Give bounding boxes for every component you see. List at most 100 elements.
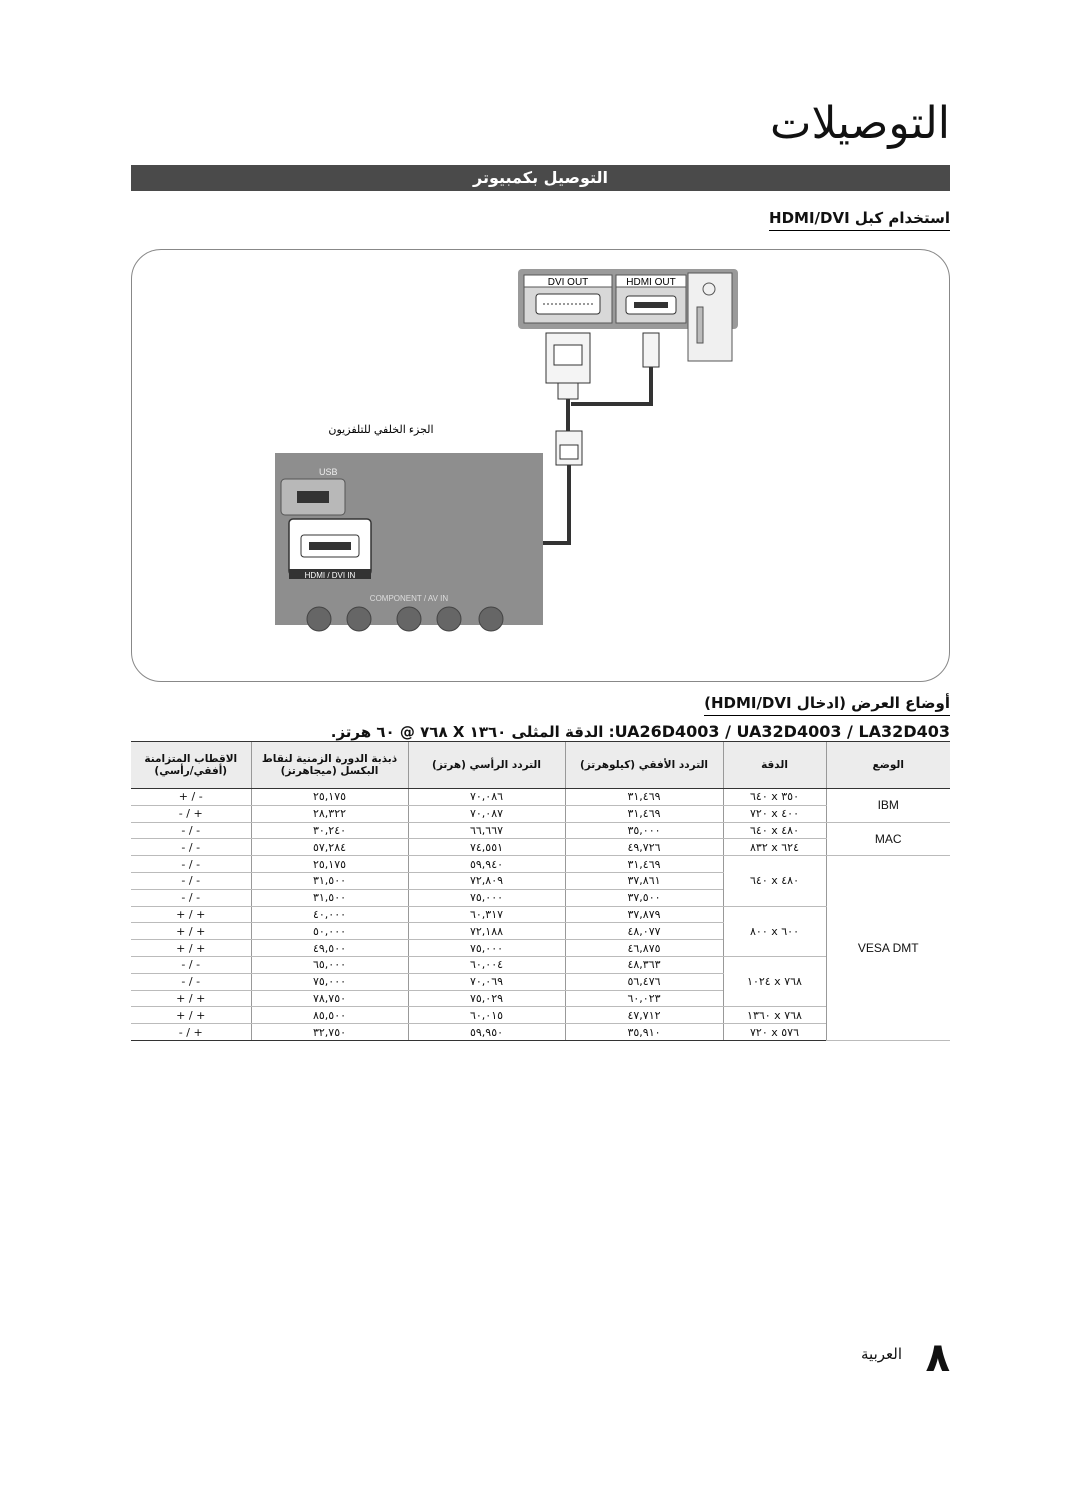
table-header-cell: التردد الرأسي (هرتز) (407, 741, 565, 789)
pixel-clock-cell: ٧٨,٧٥٠ (250, 990, 408, 1008)
table-header-cell: الاقطاب المتزامنة (أفقي/رأسي) (131, 741, 251, 789)
optimal-resolution-line: UA26D4003 / UA32D4003 / LA32D403: الدقة … (331, 722, 950, 741)
resolution-cell: ١٠٢٤ x ٧٦٨ (722, 956, 826, 1008)
pixel-clock-cell: ٢٨,٣٢٢ (250, 805, 408, 823)
pixel-clock-cell: ٤٩,٥٠٠ (250, 939, 408, 957)
horizontal-frequency-cell: ٣٧,٥٠٠ (564, 889, 723, 907)
hdmi-cable-plug-pc (642, 332, 660, 368)
pixel-clock-cell: ٣١,٥٠٠ (250, 889, 408, 907)
horizontal-frequency-cell: ٣١,٤٦٩ (564, 805, 723, 823)
polarity-cell: - / - (131, 973, 251, 991)
pixel-clock-cell: ٣٠,٢٤٠ (250, 822, 408, 840)
hdmi-out-label: HDMI OUT (626, 277, 675, 288)
table-header-cell: التردد الأفقي (كيلوهرتز) (564, 741, 723, 789)
polarity-cell: - / - (131, 855, 251, 873)
resolution-cell: ٧٢٠ x ٤٠٠ (722, 805, 826, 823)
page-title: التوصيلات (770, 98, 950, 149)
pixel-clock-cell: ٢٥,١٧٥ (250, 855, 408, 873)
resolution-cell: ٨٠٠ x ٦٠٠ (722, 906, 826, 957)
polarity-cell: + / + (131, 922, 251, 941)
pixel-clock-cell: ٨٥,٥٠٠ (250, 1006, 408, 1025)
horizontal-frequency-cell: ٤٨,٣٦٣ (564, 956, 723, 974)
mode-cell: MAC (825, 822, 950, 857)
table-header-cell: ذبذبة الدورة الزمنية لنقاط البكسل (ميجاه… (250, 741, 408, 789)
vertical-frequency-cell: ٧٠,٠٦٩ (407, 973, 565, 991)
connection-diagram: DVI OUT HDMI OUT الجزء الخلفي للتلفزيون … (275, 269, 738, 632)
table-header-row: الاقطاب المتزامنة (أفقي/رأسي)ذبذبة الدور… (131, 741, 950, 789)
polarity-cell: - / - (131, 838, 251, 857)
mode-cell: VESA DMT (825, 855, 950, 1041)
optimal-resolution-text: : الدقة المثلى ١٣٦٠ X ٧٦٨ @ ٦٠ هرتز. (330, 723, 615, 741)
pixel-clock-cell: ٣٢,٧٥٠ (250, 1023, 408, 1041)
horizontal-frequency-cell: ٥٦,٤٧٦ (564, 973, 723, 991)
vertical-frequency-cell: ٧٥,٠٠٠ (407, 889, 565, 907)
resolution-cell: ٦٤٠ x ٤٨٠ (722, 822, 826, 840)
pixel-clock-cell: ٤٠,٠٠٠ (250, 906, 408, 924)
page-language-label: العربية (861, 1345, 902, 1363)
polarity-cell: - / - (131, 822, 251, 840)
pixel-clock-cell: ٥٠,٠٠٠ (250, 922, 408, 941)
vertical-frequency-cell: ٧٠,٠٨٧ (407, 805, 565, 823)
horizontal-frequency-cell: ٦٠,٠٢٣ (564, 990, 723, 1008)
horizontal-frequency-cell: ٤٦,٨٧٥ (564, 939, 723, 957)
resolution-cell: ٦٤٠ x ٣٥٠ (722, 788, 826, 806)
polarity-cell: - / - (131, 872, 251, 890)
vertical-frequency-cell: ٧٢,١٨٨ (407, 922, 565, 941)
table-header-cell: الوضع (825, 741, 950, 789)
polarity-cell: + / + (131, 939, 251, 957)
horizontal-frequency-cell: ٤٨,٠٧٧ (564, 922, 723, 941)
display-modes-table: الاقطاب المتزامنة (أفقي/رأسي)ذبذبة الدور… (131, 741, 950, 1041)
vertical-frequency-cell: ٧٢,٨٠٩ (407, 872, 565, 890)
polarity-cell: + / + (131, 906, 251, 924)
usb-label: USB (319, 467, 338, 477)
display-modes-heading: أوضاع العرض (ادخال HDMI/DVI) (704, 694, 950, 716)
horizontal-frequency-cell: ٣١,٤٦٩ (564, 788, 723, 806)
vertical-frequency-cell: ٦٦,٦٦٧ (407, 822, 565, 840)
pixel-clock-cell: ٧٥,٠٠٠ (250, 973, 408, 991)
polarity-cell: - / + (131, 1023, 251, 1041)
polarity-cell: + / + (131, 1006, 251, 1025)
tv-rear-panel-label: الجزء الخلفي للتلفزيون (328, 424, 433, 436)
pc-tower-icon (687, 272, 733, 362)
horizontal-frequency-cell: ٣٧,٨٧٩ (564, 906, 723, 924)
resolution-cell: ٨٣٢ x ٦٢٤ (722, 838, 826, 857)
horizontal-frequency-cell: ٣٥,٩١٠ (564, 1023, 723, 1041)
vertical-frequency-cell: ٥٩,٩٤٠ (407, 855, 565, 873)
vertical-frequency-cell: ٧٥,٠٢٩ (407, 990, 565, 1008)
component-av-label: COMPONENT / AV IN (370, 594, 449, 603)
section-header-bar: التوصيل بكمبيوتر (131, 165, 950, 191)
polarity-cell: - / + (131, 805, 251, 823)
pixel-clock-cell: ٣١,٥٠٠ (250, 872, 408, 890)
horizontal-frequency-cell: ٤٩,٧٢٦ (564, 838, 723, 857)
vertical-frequency-cell: ٧٤,٥٥١ (407, 838, 565, 857)
resolution-cell: ١٣٦٠ x ٧٦٨ (722, 1006, 826, 1025)
horizontal-frequency-cell: ٣٥,٠٠٠ (564, 822, 723, 840)
vertical-frequency-cell: ٦٠,٠٠٤ (407, 956, 565, 974)
subsection-heading: استخدام كبل HDMI/DVI (769, 209, 950, 231)
vertical-frequency-cell: ٧٥,٠٠٠ (407, 939, 565, 957)
hdmi-dvi-in-label: HDMI / DVI IN (305, 571, 356, 580)
polarity-cell: - / - (131, 889, 251, 907)
polarity-cell: - / - (131, 956, 251, 974)
polarity-cell: + / + (131, 990, 251, 1008)
vertical-frequency-cell: ٧٠,٠٨٦ (407, 788, 565, 806)
pixel-clock-cell: ٥٧,٢٨٤ (250, 838, 408, 857)
vertical-frequency-cell: ٦٠,٣١٧ (407, 906, 565, 924)
horizontal-frequency-cell: ٤٧,٧١٢ (564, 1006, 723, 1025)
table-header-cell: الدقة (722, 741, 826, 789)
model-numbers: UA26D4003 / UA32D4003 / LA32D403 (614, 722, 950, 741)
